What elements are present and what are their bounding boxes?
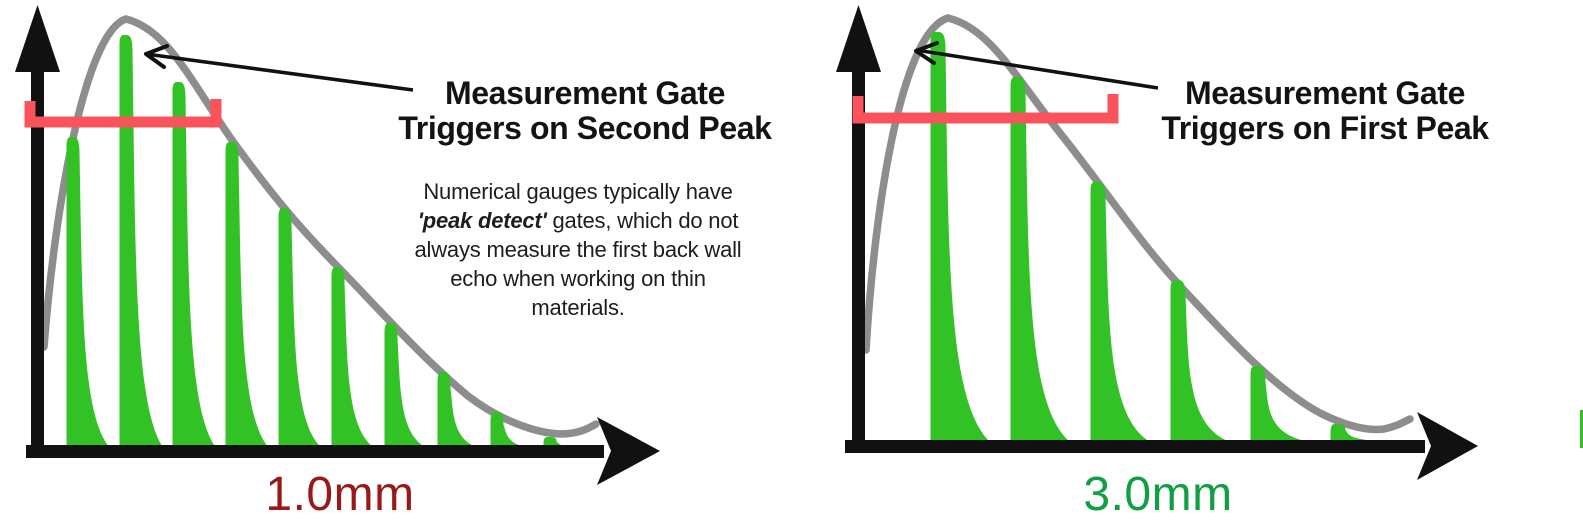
peak-detect-emphasis: 'peak detect' [417,208,547,233]
left-title-line2: Triggers on Second Peak [398,110,772,146]
thickness-label-3-0mm: 3.0mm [1083,468,1233,521]
envelope-curve [862,14,1414,434]
edge-artifact-green-strip [1580,410,1583,448]
right-title-line2: Triggers on First Peak [1161,110,1489,146]
annotation-arrowhead-icon [144,44,169,69]
echo-peaks [930,32,1390,442]
body-line2: 'peak detect' gates, which do not [352,206,804,235]
body-line2-rest: gates, which do not [546,208,739,233]
thickness-label-1-0mm: 1.0mm [265,468,415,521]
y-axis-shaft [31,42,44,458]
diagram-1-0mm [15,5,660,485]
body-line5: materials. [531,295,625,320]
x-axis-shaft [26,445,604,458]
annotation-arrow-line [145,52,414,92]
left-diagram-body-text: Numerical gauges typically have 'peak de… [352,177,804,322]
x-axis-arrowhead-icon [1417,412,1478,480]
x-axis-shaft [845,440,1425,453]
right-diagram-title: Measurement Gate Triggers on First Peak [1105,76,1545,146]
left-title-line1: Measurement Gate [445,75,725,111]
y-axis-shaft [852,42,865,452]
right-title-line1: Measurement Gate [1185,75,1465,111]
y-axis-arrowhead-icon [15,5,60,72]
body-line4: echo when working on thin [450,266,706,291]
left-diagram-title: Measurement Gate Triggers on Second Peak [360,76,810,146]
y-axis-arrowhead-icon [836,5,881,72]
body-line1: Numerical gauges typically have [423,179,733,204]
annotation-arrowhead-icon [914,41,939,65]
diagram-3-0mm [836,5,1478,480]
measurement-gate-bracket [852,94,1119,124]
x-axis-arrowhead-icon [597,417,660,485]
annotation-arrow-line [915,48,1159,90]
body-line3: always measure the first back wall [414,237,742,262]
measurement-gate-bracket [24,99,222,128]
